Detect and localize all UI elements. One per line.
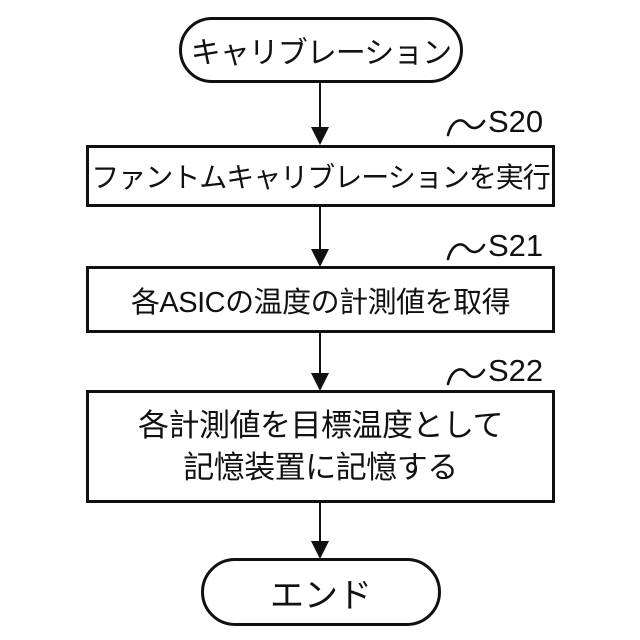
step-label-s22-text: S22 [488,353,544,388]
tilde-connector-icon [446,119,486,137]
step-label-s22: S22 [446,353,543,389]
arrow-line-s22-to-end [319,503,321,542]
step-label-s21-text: S21 [488,228,544,263]
process-box-s20-text: ファントムキャリブレーションを実行 [91,162,550,193]
tilde-connector-icon [446,368,486,386]
process-box-s22: 各計測値を目標温度として 記憶装置に記憶する [86,390,555,503]
arrowhead-s20-to-s21 [311,249,329,267]
arrowhead-s21-to-s22 [311,373,329,391]
step-label-s20-text: S20 [488,104,544,139]
tilde-connector-icon [446,243,486,261]
arrow-line-s20-to-s21 [319,207,321,250]
arrowhead-s22-to-end [311,541,329,559]
step-label-s21: S21 [446,228,543,264]
process-box-s22-text-line1: 各計測値を目標温度として [137,407,504,443]
process-box-s22-text-line2: 記憶装置に記憶する [183,449,458,485]
step-label-s20: S20 [446,104,543,140]
arrowhead-start-to-s20 [311,127,329,145]
process-box-s20: ファントムキャリブレーションを実行 [86,145,555,207]
start-terminal: キャリブレーション [179,17,463,83]
process-box-s21: 各ASICの温度の計測値を取得 [86,266,555,333]
arrow-line-s21-to-s22 [319,333,321,374]
process-box-s21-text: 各ASICの温度の計測値を取得 [130,286,511,319]
end-terminal: エンド [201,558,441,626]
end-terminal-label: エンド [270,576,372,615]
arrow-line-start-to-s20 [319,83,321,128]
start-terminal-label: キャリブレーション [190,37,452,70]
